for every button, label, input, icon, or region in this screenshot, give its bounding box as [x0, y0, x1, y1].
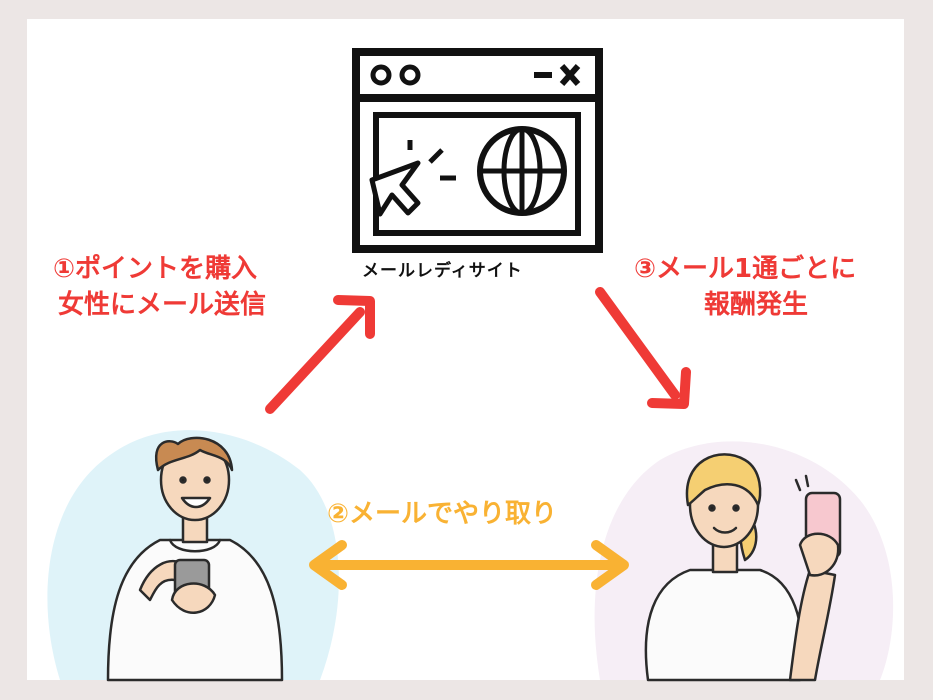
man-illustration — [106, 436, 284, 682]
woman-illustration — [644, 453, 842, 682]
step2-label: ②メールでやり取り — [327, 499, 558, 529]
globe-icon — [477, 126, 567, 216]
step1-line1: ①ポイントを購入 — [53, 254, 258, 284]
double-arrow-exchange — [309, 540, 629, 590]
arrow-from-site — [595, 287, 691, 409]
step3-line2: 報酬発生 — [704, 290, 809, 320]
cursor-icon — [369, 140, 456, 217]
step3-line1: ③メール1通ごとに — [634, 254, 857, 284]
step1-line2: 女性にメール送信 — [58, 290, 267, 320]
browser-window-icon — [352, 48, 603, 253]
site-name-label: メールレディサイト — [362, 261, 523, 281]
arrow-to-site — [265, 295, 375, 414]
